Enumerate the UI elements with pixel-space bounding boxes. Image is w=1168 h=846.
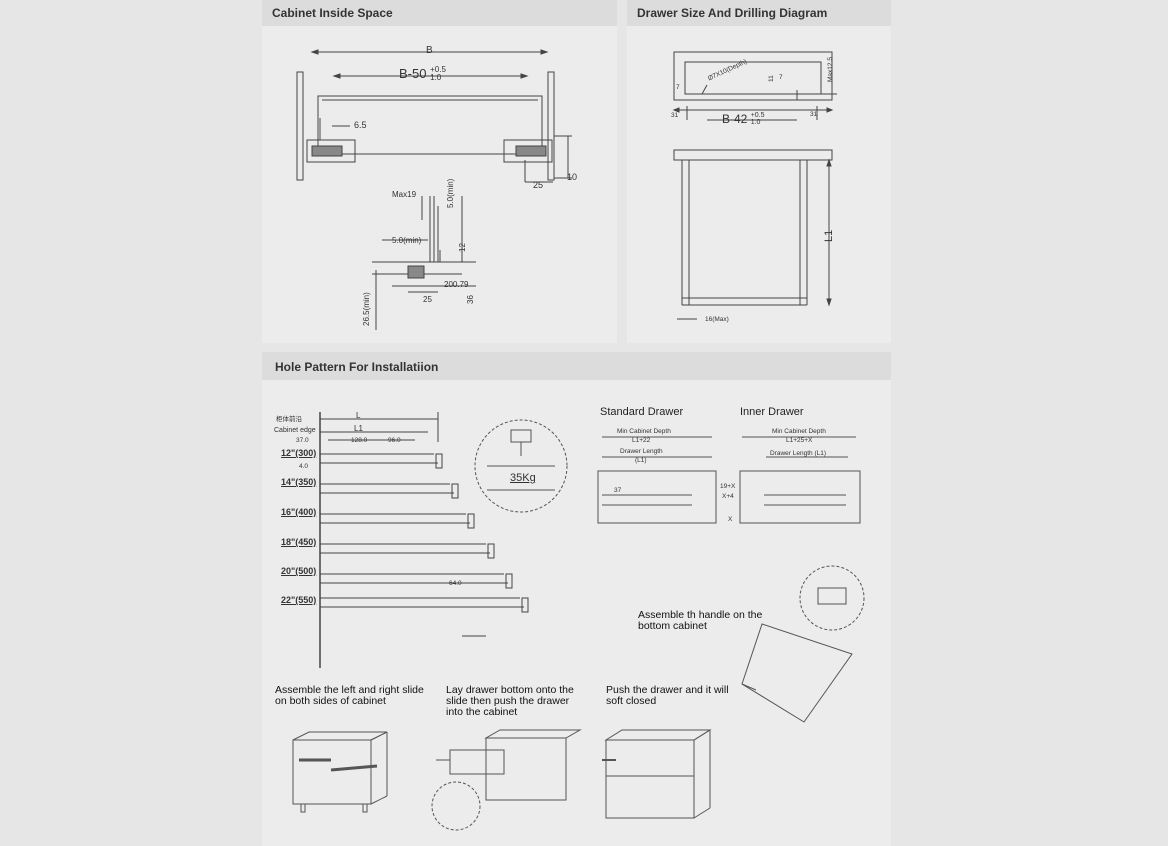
dim-0-79: 200.79 (444, 280, 468, 289)
dim-b50-value: B-50 (399, 66, 427, 81)
dim-7-left: 7 (676, 84, 680, 91)
std-formula: L1+22 (632, 437, 651, 444)
step1-cabinet-illustration (292, 731, 388, 813)
inner-drawer-diagram (739, 436, 861, 524)
dim-b: B (426, 45, 433, 56)
step1-instruction: Assemble the left and right slide on bot… (275, 684, 424, 707)
cabinet-edge-label: Cabinet edge (274, 427, 316, 434)
dim-128: 128.0 (351, 437, 368, 444)
dim-7-right: 7 (779, 74, 783, 81)
size-12: 12"(300) (281, 448, 317, 458)
dim-25-lower: 25 (423, 295, 432, 304)
load-detail-circle (474, 419, 568, 513)
dim-hole-l: L (356, 411, 361, 420)
size-18: 18"(450) (281, 537, 317, 547)
dim-b42-value: B-42 (722, 112, 748, 126)
cabinet-edge-cn: 柜体前沿 (276, 416, 302, 423)
step3-cabinet-illustration (602, 729, 712, 819)
dim-5min-horizontal: 5.0(min) (392, 236, 422, 245)
slide-rail-20 (320, 573, 513, 589)
dim-max19: Max19 (392, 190, 417, 199)
dim-l1: L1 (823, 229, 835, 242)
dim-hole-l1: L1 (354, 424, 363, 433)
dim-0-79-value: 0.79 (452, 280, 469, 289)
step2-cabinet-illustration (431, 729, 582, 831)
inner-x: X (728, 516, 733, 523)
slide-rail-14 (320, 483, 459, 499)
slide-rail-16 (320, 513, 475, 529)
handle-instruction: Assemble th handle on the bottom cabinet (638, 609, 763, 632)
hole-pattern-panel: Hole Pattern For Installatiion 柜体前沿 Cabi… (262, 352, 891, 846)
section-title-hole-pattern: Hole Pattern For Installatiion (262, 352, 891, 380)
dim-20: 20 (444, 280, 453, 289)
cabinet-inside-space-panel: Cabinet Inside Space (262, 0, 617, 343)
inner-x4: X+4 (722, 493, 734, 500)
standard-drawer-diagram (597, 436, 717, 524)
dim-b42-tol-up: +0.5 (750, 112, 765, 119)
dim-31-left: 31 (671, 112, 679, 119)
slide-length-chart (319, 412, 529, 668)
dim-16-max: 16(Max) (705, 316, 729, 323)
drawer-drilling-diagram (672, 51, 837, 320)
step2-instruction: Lay drawer bottom onto the slide then pu… (446, 684, 574, 718)
dim-max12-5: Max12.5 (827, 57, 834, 82)
dim-37: 37.0 (296, 437, 309, 444)
dim-31-right: 31 (810, 111, 818, 118)
slide-rail-22 (320, 597, 529, 613)
inner-drawer-title: Inner Drawer (740, 406, 804, 418)
section-title-cabinet: Cabinet Inside Space (262, 0, 617, 26)
load-35kg: 35Kg (510, 472, 536, 484)
size-20: 20"(500) (281, 566, 317, 576)
step3-instruction: Push the drawer and it will soft closed (606, 684, 729, 707)
dim-10: 10 (567, 172, 578, 182)
dim-b50-tol-down: 1.0 (430, 73, 442, 82)
standard-drawer-title: Standard Drawer (600, 406, 684, 418)
size-22: 22"(550) (281, 595, 317, 605)
handle-assembly-illustration (741, 565, 865, 723)
dim-b50: B-50 +0.5 1.0 (399, 66, 446, 82)
dim-b42-tolerance: +0.5 1.0 (751, 112, 765, 126)
dim-96: 96.0 (388, 437, 401, 444)
dim-64: 64.0 (449, 580, 462, 587)
slide-rail-12 (320, 453, 443, 469)
dim-6-5: 6.5 (354, 120, 367, 130)
std-min-depth: Min Cabinet Depth (617, 428, 671, 435)
drawer-size-panel: Drawer Size And Drilling Diagram Ø7X10(D… (627, 0, 891, 343)
dim-12: 12 (458, 243, 467, 252)
inner-min-depth: Min Cabinet Depth (772, 428, 826, 435)
std-37: 37 (614, 487, 622, 494)
inner-drawer-length: Drawer Length (L1) (770, 450, 826, 457)
size-14: 14"(350) (281, 477, 317, 487)
size-16: 16"(400) (281, 507, 317, 517)
std-l1: (L1) (635, 457, 647, 464)
slide-rail-18 (320, 543, 495, 559)
section-title-drawer-size: Drawer Size And Drilling Diagram (627, 0, 891, 26)
dim-b50-tolerance: +0.5 1.0 (430, 66, 446, 82)
dim-26-5-min: 26.5(min) (362, 292, 371, 326)
std-drawer-length: Drawer Length (620, 448, 663, 455)
inner-formula: L1+25+X (786, 437, 813, 444)
dim-4: 4.0 (299, 463, 309, 470)
dim-25: 25 (533, 180, 544, 190)
dim-5min-vertical: 5.0(min) (446, 178, 455, 208)
dim-36: 36 (466, 295, 475, 304)
cabinet-inside-diagram (296, 49, 572, 330)
dim-b50-tol-up: +0.5 (430, 65, 446, 74)
dim-b42-tol-down: 1.0 (750, 119, 761, 126)
inner-19x: 19+X (720, 483, 736, 490)
dim-11: 11 (768, 75, 775, 82)
dim-b42: B-42 +0.5 1.0 (722, 112, 765, 126)
